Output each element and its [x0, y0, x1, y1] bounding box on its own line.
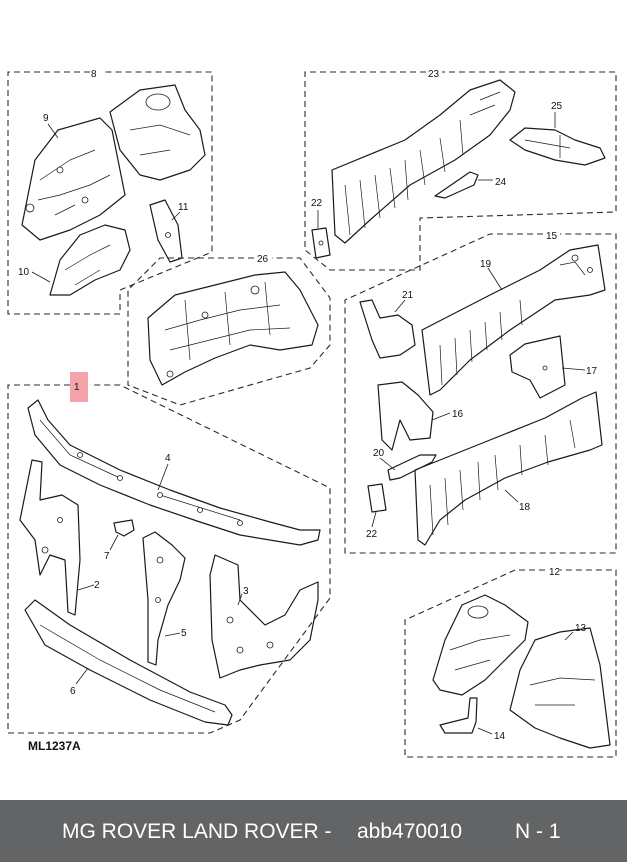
part-22-clip-b	[367, 483, 387, 513]
group-8: 8 9 10 11	[7, 69, 213, 315]
diagram-reference-code: ML1237A	[28, 739, 81, 753]
part-3-side-panel	[209, 554, 319, 679]
highlight-marker	[70, 372, 88, 402]
callout-20: 20	[373, 448, 385, 459]
part-16-bracket	[377, 381, 434, 451]
part-9-inner-wing	[21, 117, 126, 241]
footer-variant: N - 1	[515, 820, 561, 843]
footer-bar: MG ROVER LAND ROVER - abb470010 N - 1	[0, 800, 627, 862]
part-7-bolt	[113, 519, 135, 537]
callout-14: 14	[494, 731, 506, 742]
callout-18: 18	[519, 502, 531, 513]
part-23-longitudinal	[331, 79, 516, 244]
part-6-lower-beam	[24, 599, 233, 726]
callout-23: 23	[428, 69, 440, 80]
part-4-upper-rail	[27, 399, 321, 546]
callout-13: 13	[575, 623, 587, 634]
callout-15: 15	[546, 231, 558, 242]
callout-26: 26	[257, 254, 269, 265]
part-5-center-support	[142, 531, 186, 666]
callout-16: 16	[452, 409, 464, 420]
callout-3: 3	[243, 586, 249, 597]
callout-1: 1	[74, 382, 80, 393]
callout-6: 6	[70, 686, 76, 697]
callout-11: 11	[178, 202, 189, 213]
part-22-clip-a	[311, 227, 331, 259]
callout-4: 4	[165, 453, 171, 464]
footer-brands: MG ROVER LAND ROVER -	[62, 820, 332, 843]
callout-19: 19	[480, 259, 492, 270]
group-15: 15 19 21 17 16 18 20 22	[344, 231, 617, 554]
part-25-bracket	[509, 127, 606, 166]
callout-22-bottom: 22	[366, 529, 378, 540]
callout-22-top: 22	[311, 198, 323, 209]
part-14-bracket	[439, 697, 478, 734]
group-1: 1 4 2 3 5 6 7	[7, 372, 331, 734]
callout-8: 8	[91, 69, 97, 80]
callout-10: 10	[18, 267, 30, 278]
part-13-wing-panel	[509, 627, 611, 749]
part-26-bulkhead	[147, 271, 319, 386]
part-18-outer-panel	[414, 391, 603, 546]
callout-5: 5	[181, 628, 187, 639]
part-17-bracket	[509, 335, 566, 399]
group-23: 23 25 24 22	[304, 69, 617, 271]
callout-24: 24	[495, 177, 507, 188]
callout-17: 17	[586, 366, 598, 377]
part-19-inner-panel	[421, 244, 606, 396]
part-24-strip	[434, 171, 479, 199]
group-12: 12 13 14	[404, 567, 617, 758]
part-20-clip	[387, 454, 437, 481]
part-12-strut-tower	[432, 594, 529, 696]
callout-7: 7	[104, 551, 110, 562]
callout-9: 9	[43, 113, 49, 124]
part-21-bracket	[359, 299, 416, 359]
exploded-parts-diagram: 8 9 10 11 23 25 24 22 26	[7, 69, 617, 758]
callout-2: 2	[94, 580, 100, 591]
group-26: 26	[127, 254, 331, 406]
callout-25: 25	[551, 101, 563, 112]
footer-part-code: abb470010	[357, 820, 463, 843]
callout-21: 21	[402, 290, 414, 301]
part-2-side-member	[19, 459, 81, 616]
part-8-strut-tower	[109, 84, 206, 181]
callout-12: 12	[549, 567, 561, 578]
part-10-bracket	[49, 224, 131, 296]
